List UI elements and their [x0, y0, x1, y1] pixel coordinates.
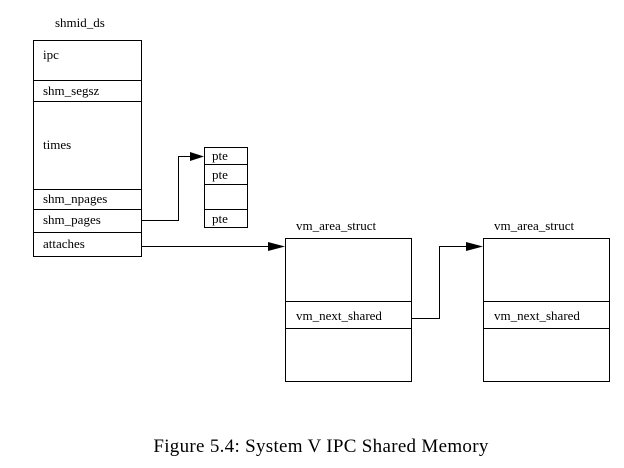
shmid-ds-box [33, 40, 142, 257]
vm-area-2-next-shared: vm_next_shared [494, 308, 580, 323]
pointer-arrows [141, 152, 483, 319]
field-times: times [43, 137, 71, 152]
pte-entry: pte [212, 211, 228, 226]
vm-area-2-box [483, 238, 610, 382]
figure-caption: Figure 5.4: System V IPC Shared Memory [153, 436, 488, 457]
shmid-ds-struct: shmid_ds ipc shm_segsz times shm_npages … [33, 15, 142, 257]
vm-area-1-next-shared: vm_next_shared [296, 308, 382, 323]
arrow-next-shared-to-vm-area [411, 246, 470, 319]
arrowhead-pte [190, 152, 204, 161]
pte-table: pte pte pte [204, 147, 248, 228]
arrow-shm-pages-to-pte [141, 156, 192, 221]
arrowhead-vm-area-1 [268, 242, 285, 251]
field-attaches: attaches [43, 236, 85, 251]
field-shm-segsz: shm_segsz [43, 83, 100, 98]
vm-area-1-title: vm_area_struct [296, 218, 377, 233]
vm-area-struct-1: vm_area_struct vm_next_shared [285, 218, 412, 382]
pte-table-box [204, 147, 248, 228]
field-ipc: ipc [43, 47, 59, 62]
shmid-ds-title: shmid_ds [55, 15, 105, 30]
field-shm-pages: shm_pages [43, 212, 101, 227]
field-shm-npages: shm_npages [43, 191, 107, 206]
vm-area-struct-2: vm_area_struct vm_next_shared [483, 218, 610, 382]
pte-entry: pte [212, 148, 228, 163]
arrowhead-vm-area-2 [466, 242, 483, 251]
vm-area-1-box [285, 238, 412, 382]
vm-area-2-title: vm_area_struct [494, 218, 575, 233]
pte-entry: pte [212, 167, 228, 182]
